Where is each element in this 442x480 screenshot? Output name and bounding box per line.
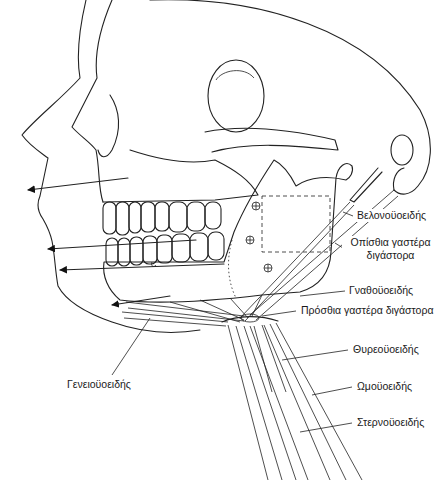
muscle-label: Πρόσθια γαστέρα διγάστορα — [300, 304, 435, 317]
movement-arrows — [28, 178, 224, 305]
muscle-label: Θυρεοϋοειδής — [352, 343, 420, 356]
upper-teeth — [103, 202, 221, 235]
osteotomy-outline — [262, 196, 330, 252]
skull-vault — [150, 0, 430, 194]
muscle-label: Γενειοϋοειδής — [66, 378, 132, 391]
mental-mark — [151, 262, 156, 266]
omohyoid-muscle — [264, 323, 362, 480]
ear-canal — [391, 135, 413, 165]
muscle-label: Βελονοϋοειδής — [356, 209, 427, 222]
nasal-aperture — [98, 95, 119, 157]
muscle-label: Στερνοϋοειδής — [356, 416, 425, 429]
zygomatic-arch — [205, 128, 338, 152]
fixation-screws — [246, 202, 272, 272]
thyrohyoid-muscle — [254, 325, 286, 392]
sternohyoid-muscle — [228, 325, 308, 480]
mastoid — [393, 168, 404, 190]
geniohyoid-muscle — [122, 312, 228, 326]
muscle-label: Ωμοϋοειδής — [356, 380, 413, 393]
muscle-label: Οπίσθια γαστέρα διγάστορα — [342, 236, 439, 262]
cut-edge — [229, 240, 236, 298]
maxilla — [103, 150, 258, 202]
orbit-inner — [216, 71, 254, 80]
orbit — [208, 60, 264, 132]
mandible — [104, 160, 353, 302]
skull-outline — [72, 0, 112, 202]
lower-teeth — [106, 232, 224, 266]
muscle-label: Γναθοϋοειδής — [348, 284, 414, 297]
styloid-process — [350, 168, 382, 202]
leader-lines — [112, 212, 353, 432]
face-profile — [22, 0, 200, 332]
